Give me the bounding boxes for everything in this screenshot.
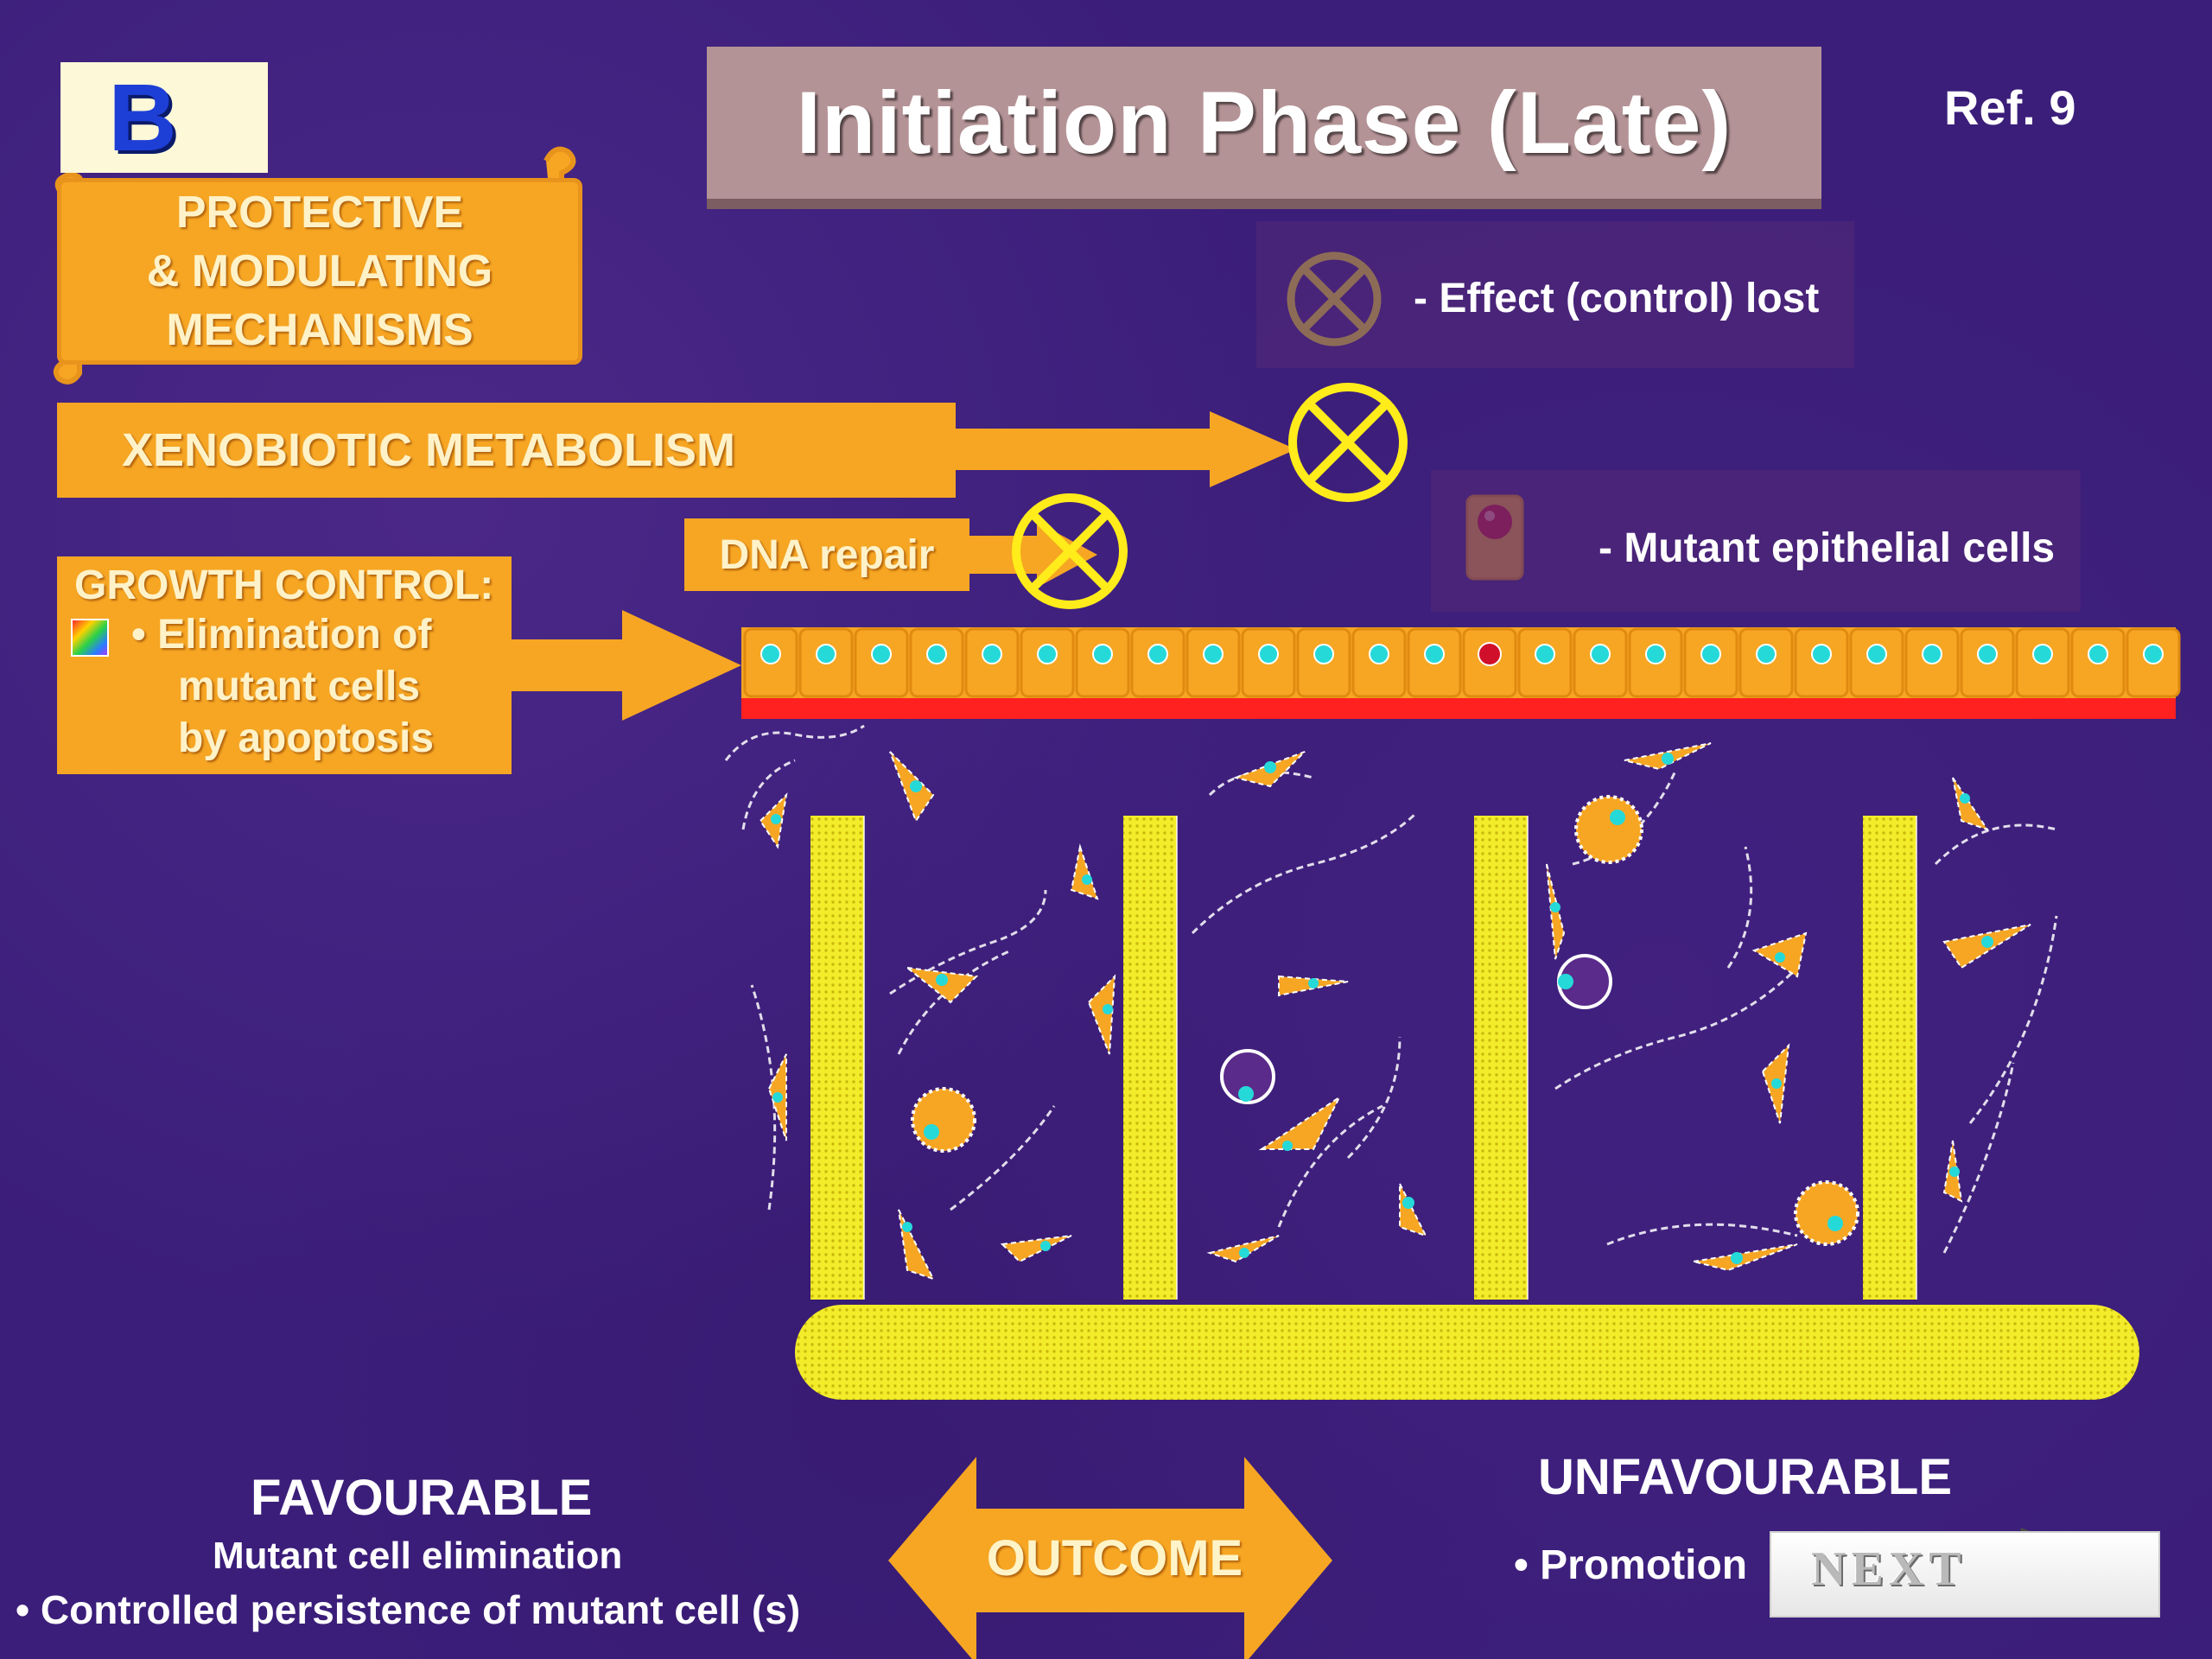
x-circle-xenobiotic-icon (1288, 383, 1408, 502)
dna-repair-box: DNA repair (684, 518, 969, 591)
legend-mutant-box (1431, 470, 2081, 612)
cell-nucleus (816, 644, 836, 664)
cell-nucleus (982, 644, 1002, 664)
cell-nucleus (2032, 644, 2053, 664)
growth-control-arrow (510, 610, 741, 721)
next-button-label: NEXT (1811, 1542, 1967, 1596)
cell-nucleus (1203, 644, 1224, 664)
cell-nucleus (1535, 644, 1555, 664)
cell-nucleus (1092, 644, 1113, 664)
cell-nucleus (1866, 644, 1887, 664)
xenobiotic-arrow (950, 411, 1296, 487)
cell-nucleus (1756, 644, 1777, 664)
protective-mechanisms-scroll: PROTECTIVE & MODULATING MECHANISMS (57, 178, 582, 365)
growth-control-line-1: • Elimination of (131, 612, 432, 658)
apoptotic-cells (911, 795, 1859, 1246)
cell-nucleus (2143, 644, 2164, 664)
cell-nucleus (1147, 644, 1168, 664)
page-title: Initiation Phase (Late) (796, 73, 1732, 172)
xenobiotic-metabolism-box: XENOBIOTIC METABOLISM (57, 403, 956, 498)
scroll-line-3: MECHANISMS (166, 305, 474, 355)
unfavourable-line-1: • Promotion (1514, 1542, 1748, 1588)
stromal-cells (759, 742, 2031, 1281)
cell-nucleus (1313, 644, 1334, 664)
next-button[interactable]: NEXT (1770, 1531, 2160, 1618)
cell-nucleus (926, 644, 947, 664)
legend-mutant-cells: - Mutant epithelial cells (1599, 525, 2056, 571)
outcome-double-arrow (888, 1457, 1332, 1659)
cell-nucleus (1478, 642, 1502, 666)
cell-nucleus (1590, 644, 1611, 664)
growth-control-box: GROWTH CONTROL: • Elimination of mutant … (57, 556, 512, 774)
cell-nucleus (1700, 644, 1721, 664)
scroll-line-2: & MODULATING (146, 246, 493, 296)
favourable-line-1: Mutant cell elimination (213, 1535, 623, 1577)
growth-control-heading: GROWTH CONTROL: (74, 563, 494, 608)
cell-nucleus (1811, 644, 1832, 664)
favourable-line-2: • Controlled persistence of mutant cell … (16, 1587, 801, 1632)
cell-nucleus (1037, 644, 1058, 664)
cell-nucleus (1645, 644, 1666, 664)
basement-membrane (741, 698, 2176, 719)
cell-nucleus (871, 644, 892, 664)
epithelium-row (741, 627, 2181, 719)
favourable-title: FAVOURABLE (251, 1470, 593, 1526)
title-box: Initiation Phase (Late) (707, 47, 1821, 199)
outcome-label: OUTCOME (986, 1530, 1243, 1586)
legend-effect-lost-box (1256, 221, 1854, 368)
legend-effect-lost: - Effect (control) lost (1414, 276, 1820, 321)
scroll-line-1: PROTECTIVE (175, 188, 464, 238)
xenobiotic-label: XENOBIOTIC METABOLISM (122, 424, 735, 476)
cell-nucleus (1922, 644, 1942, 664)
unfavourable-title: UNFAVOURABLE (1538, 1449, 1953, 1505)
panel-letter-badge: B (60, 62, 268, 173)
cell-nucleus (1369, 644, 1389, 664)
cell-nucleus (760, 644, 781, 664)
rainbow-square-icon (71, 619, 109, 657)
cell-nucleus (1424, 644, 1445, 664)
reference-label: Ref. 9 (1944, 80, 2076, 135)
dna-repair-label: DNA repair (719, 531, 935, 578)
cell-nucleus (1258, 644, 1279, 664)
cell-nucleus (2088, 644, 2108, 664)
growth-control-line-3: by apoptosis (178, 715, 435, 761)
gland-tubes (795, 816, 2139, 1400)
x-circle-dna-repair-icon (1012, 493, 1128, 609)
cell-nucleus (1977, 644, 1998, 664)
growth-control-line-2: mutant cells (178, 664, 421, 709)
panel-letter: B (108, 64, 177, 171)
